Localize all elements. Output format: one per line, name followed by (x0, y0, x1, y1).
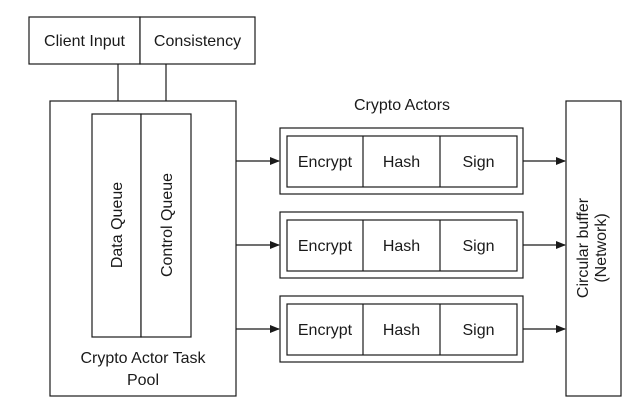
actor-row-3: Encrypt Hash Sign (279, 295, 524, 363)
client-input-box: Client Input (28, 16, 141, 65)
control-queue-label: Control Queue (159, 173, 176, 277)
consistency-box: Consistency (139, 16, 256, 65)
buffer-label-line1: Circular buffer (575, 197, 592, 298)
circular-buffer: Circular buffer (Network) (565, 100, 622, 397)
actor-row-2: Encrypt Hash Sign (279, 211, 524, 279)
sign-label: Sign (462, 322, 494, 339)
hash-label: Hash (383, 322, 420, 339)
hash-label: Hash (383, 238, 420, 255)
pool-label-line2: Pool (127, 372, 159, 389)
sign-label: Sign (462, 238, 494, 255)
encrypt-label: Encrypt (298, 154, 353, 171)
actor-row-1: Encrypt Hash Sign (279, 127, 524, 195)
buffer-label-line2: (Network) (593, 213, 610, 282)
client-input-label: Client Input (44, 33, 125, 50)
data-queue: Data Queue (91, 113, 142, 338)
data-queue-label: Data Queue (109, 182, 126, 268)
encrypt-label: Encrypt (298, 238, 353, 255)
hash-label: Hash (383, 154, 420, 171)
sign-label: Sign (462, 154, 494, 171)
consistency-label: Consistency (154, 33, 241, 50)
pool-label-line1: Crypto Actor Task (80, 350, 206, 367)
encrypt-label: Encrypt (298, 322, 353, 339)
control-queue: Control Queue (140, 113, 192, 338)
crypto-actors-title: Crypto Actors (354, 97, 450, 114)
